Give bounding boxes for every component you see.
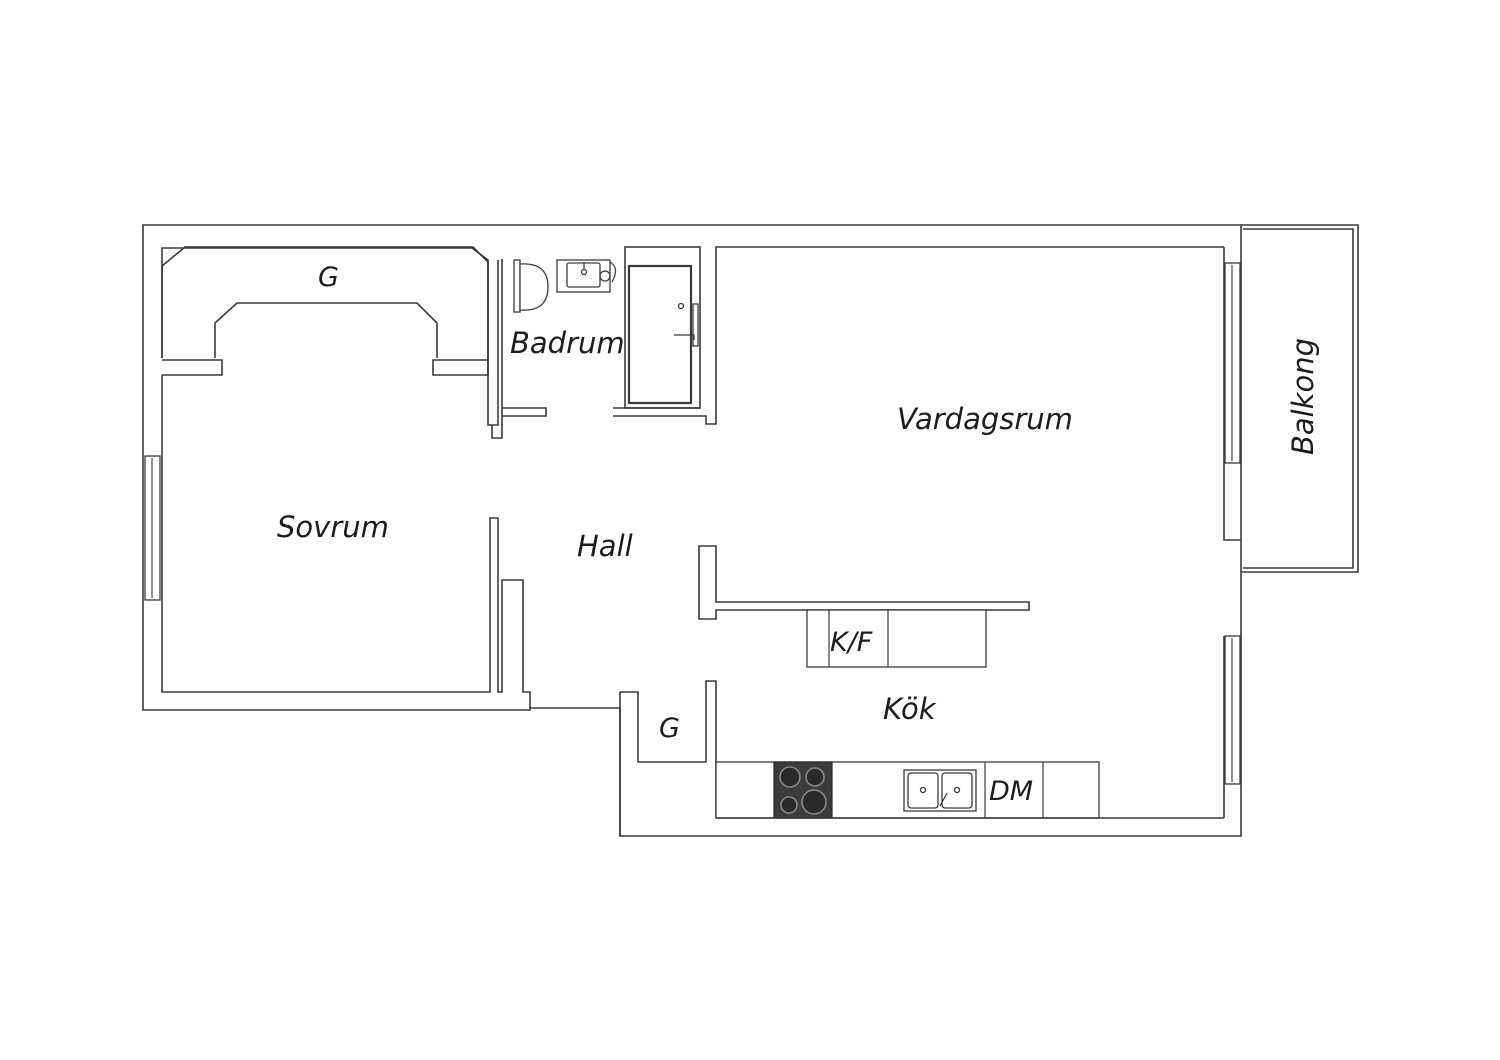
- kitchen: K/F G DM Kök: [619, 545, 1241, 836]
- shower-tap-icon: [599, 270, 611, 282]
- wardrobe-outer: [161, 246, 489, 376]
- bedroom-wardrobe: G: [161, 246, 489, 376]
- bedroom-walls: [161, 375, 531, 708]
- bedroom-label: Sovrum: [277, 510, 389, 544]
- sink-drain-right-icon: [953, 786, 961, 794]
- kitchen-wardrobe-label: G: [659, 713, 680, 744]
- burner-icon-1: [779, 766, 801, 788]
- bedroom-wardrobe-label: G: [318, 262, 339, 293]
- balcony-outer: [1241, 224, 1359, 573]
- wardrobe-inner: [162, 359, 223, 376]
- toilet-tank: [513, 259, 521, 313]
- wardrobe-front: [214, 302, 438, 358]
- balcony-label: Balkong: [1286, 338, 1320, 455]
- balcony-inner: [1243, 228, 1354, 569]
- sink-drain-icon: [580, 268, 588, 276]
- balcony: Balkong: [1241, 224, 1359, 573]
- burner-icon-3: [780, 796, 798, 814]
- kitchen-partition: [698, 545, 1030, 620]
- toilet: [513, 259, 549, 313]
- hall: Hall: [577, 529, 633, 563]
- living-room-label: Vardagsrum: [897, 402, 1073, 436]
- shower-tap: [599, 261, 617, 283]
- burner-icon-4: [801, 789, 827, 815]
- living-room-right-wall: [1223, 247, 1241, 818]
- living-room: Vardagsrum: [897, 247, 1241, 818]
- door-handle-icon: [674, 334, 695, 340]
- kitchen-label: Kök: [883, 692, 937, 726]
- bathroom-right-wall: [613, 246, 1224, 425]
- dishwasher-label: DM: [989, 776, 1033, 807]
- toilet-bowl-icon: [519, 263, 549, 311]
- bathroom-walls: [491, 259, 547, 439]
- bathroom-label: Badrum: [510, 326, 625, 360]
- entrance: [613, 246, 701, 409]
- inner-wall-line-top: [161, 247, 499, 426]
- sink-drain-left-icon: [919, 786, 927, 794]
- bedroom: Sovrum: [144, 375, 531, 708]
- fridge-freezer-label: K/F: [830, 627, 873, 658]
- door-peephole-icon: [677, 302, 685, 310]
- kitchen-tap-icon: [939, 792, 948, 807]
- bathroom: Badrum: [491, 246, 1224, 439]
- burner-icon-2: [805, 767, 825, 787]
- hall-label: Hall: [577, 529, 633, 563]
- door-lock-plate: [692, 303, 699, 347]
- kitchen-wardrobe-walls: [620, 680, 717, 818]
- shower-tap-hose: [609, 261, 617, 283]
- kitchen-island: [806, 609, 987, 668]
